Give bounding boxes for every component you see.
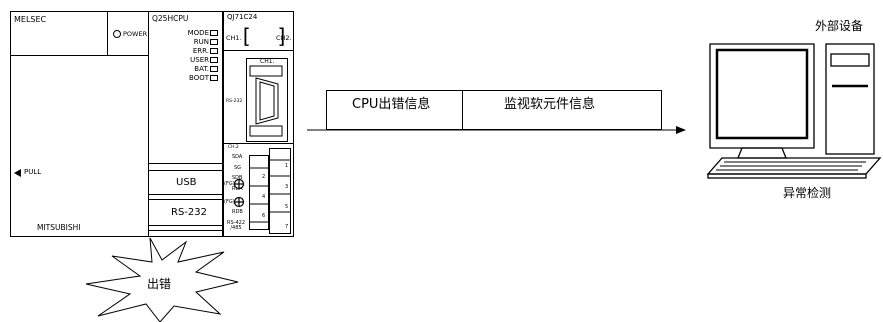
cpu-rs232-port[interactable] bbox=[148, 199, 223, 226]
comm-ch2-label: CH2. bbox=[276, 34, 292, 42]
led-mode-label: MODE bbox=[187, 29, 209, 37]
fg-label-2: (FG) bbox=[224, 199, 235, 205]
terminal-1: 1 bbox=[285, 163, 289, 169]
terminal-5: 5 bbox=[285, 204, 289, 210]
comm-model-label: QJ71C24 bbox=[227, 13, 258, 21]
cpu-divider-top bbox=[148, 163, 223, 164]
led-err-icon bbox=[210, 48, 218, 54]
comm-divider-2 bbox=[223, 143, 294, 144]
terminal-4: 4 bbox=[262, 194, 266, 200]
led-mode-icon bbox=[210, 30, 218, 36]
pin-rdb: RDB bbox=[232, 209, 243, 215]
error-burst-icon bbox=[85, 237, 239, 322]
terminal-3: 3 bbox=[285, 184, 289, 190]
arrow-head-icon bbox=[676, 126, 686, 134]
monitor-device-info-label: 监视软元件信息 bbox=[504, 97, 596, 112]
usb-label: USB bbox=[176, 177, 197, 188]
power-module-header bbox=[10, 11, 149, 56]
terminal-6: 6 bbox=[262, 213, 266, 219]
brand-label: MELSEC bbox=[14, 15, 47, 24]
comm-divider-1 bbox=[223, 50, 294, 51]
fg-label-1: (FG) bbox=[224, 181, 235, 187]
pin-sda: SDA bbox=[232, 154, 243, 160]
message-frame bbox=[326, 90, 662, 130]
power-module-divider bbox=[107, 11, 108, 56]
ch1-dsub-connector-icon bbox=[249, 65, 283, 137]
cpu-divider-bottom bbox=[148, 230, 223, 231]
pin-rda: RDA bbox=[232, 186, 243, 192]
external-device-title: 外部设备 bbox=[815, 19, 864, 33]
usb-port[interactable] bbox=[148, 170, 223, 195]
power-label: POWER bbox=[123, 30, 148, 38]
led-err-label: ERR. bbox=[192, 47, 209, 55]
cpu-error-info-label: CPU出错信息 bbox=[352, 97, 431, 112]
pin-sdb: SDB bbox=[232, 175, 243, 181]
cpu-rs232-label: RS-232 bbox=[171, 207, 207, 218]
message-frame-divider bbox=[462, 90, 463, 130]
led-bat-icon bbox=[210, 66, 218, 72]
power-led-icon bbox=[113, 30, 121, 38]
ch2-label: CH.2 bbox=[228, 145, 239, 150]
led-boot-label: BOOT bbox=[189, 74, 209, 82]
terminal-7: 7 bbox=[285, 224, 289, 230]
comm-rs232-label: RS-232 bbox=[226, 99, 243, 104]
led-run-icon bbox=[210, 39, 218, 45]
maker-label: MITSUBISHI bbox=[37, 223, 81, 232]
led-boot-icon bbox=[210, 75, 218, 81]
error-label: 出错 bbox=[147, 277, 172, 291]
led-bat-label: BAT. bbox=[194, 65, 209, 73]
cpu-led-panel: MODE RUN ERR. USER BAT. BOOT bbox=[160, 30, 218, 92]
pin-sg: SG bbox=[234, 165, 242, 171]
terminal-grid-lines bbox=[249, 159, 291, 223]
computer-icon bbox=[706, 43, 882, 179]
comm-ch1-label: CH1. bbox=[226, 34, 242, 42]
terminal-block-left[interactable] bbox=[249, 155, 269, 230]
ch1-port-frame[interactable] bbox=[246, 58, 288, 142]
rs422-label: RS-422/485 bbox=[227, 220, 245, 231]
fg-screw-icon bbox=[233, 178, 245, 208]
pull-arrow-icon bbox=[14, 169, 21, 177]
terminal-2: 2 bbox=[262, 174, 266, 180]
led-run-label: RUN bbox=[193, 38, 209, 46]
pull-label: PULL bbox=[24, 168, 42, 176]
led-user-label: USER bbox=[190, 56, 209, 64]
cpu-model-label: Q25HCPU bbox=[152, 14, 189, 23]
anomaly-detection-label: 异常检测 bbox=[783, 186, 832, 200]
comm-bracket-icon: [ ] bbox=[240, 24, 289, 48]
led-user-icon bbox=[210, 57, 218, 63]
ch1-port-label: CH1. bbox=[260, 58, 275, 65]
